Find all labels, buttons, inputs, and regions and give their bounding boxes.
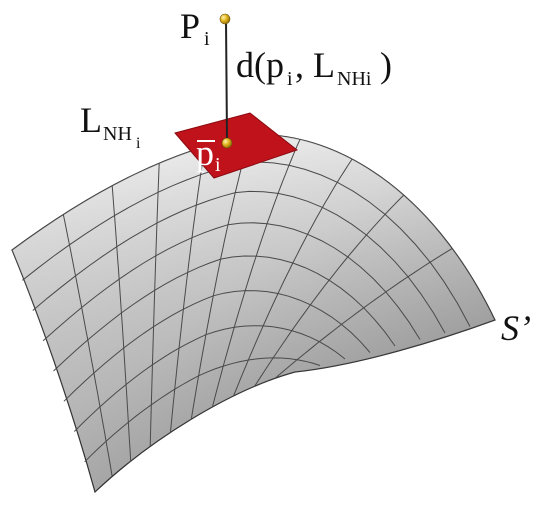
label-distance-prefix: d(p: [236, 45, 284, 85]
grid-line-column: [149, 163, 160, 447]
label-plane-subsub: i: [136, 135, 141, 152]
label-distance-l-sub: NHi: [337, 68, 372, 90]
label-point-main: P: [180, 6, 200, 46]
label-projected-main: p: [196, 133, 214, 173]
label-point-sub: i: [204, 28, 210, 50]
label-projected-sub: i: [215, 154, 221, 176]
grid-line-column: [233, 158, 353, 397]
surface-grid: [22, 134, 471, 477]
grid-line-column: [62, 214, 113, 477]
grid-line-column: [190, 134, 251, 420]
point-pi: [219, 13, 231, 25]
distance-line: [225, 19, 228, 141]
grid-line-column: [254, 194, 405, 387]
label-surface-s-prime: S’: [501, 308, 531, 348]
label-distance-p-sub: i: [287, 68, 293, 90]
label-distance: d(p i , L NHi ): [236, 45, 392, 90]
grid-line-column: [169, 146, 206, 433]
grid-line-column: [274, 247, 453, 379]
grid-line-column: [211, 139, 301, 408]
label-projected-point: p i: [196, 133, 221, 176]
label-distance-suffix: ): [380, 45, 392, 85]
grid-line-column: [111, 185, 132, 462]
label-plane-main: L: [80, 100, 102, 140]
label-point-pi: P i: [180, 6, 210, 50]
label-distance-sep: , L: [295, 45, 335, 85]
projected-point: [221, 137, 233, 149]
label-plane-sub: NH: [103, 123, 132, 145]
surface-s-prime: [11, 134, 496, 494]
tangent-plane-lnhi: [174, 112, 299, 179]
label-plane-lnhi: L NH i: [80, 100, 141, 152]
